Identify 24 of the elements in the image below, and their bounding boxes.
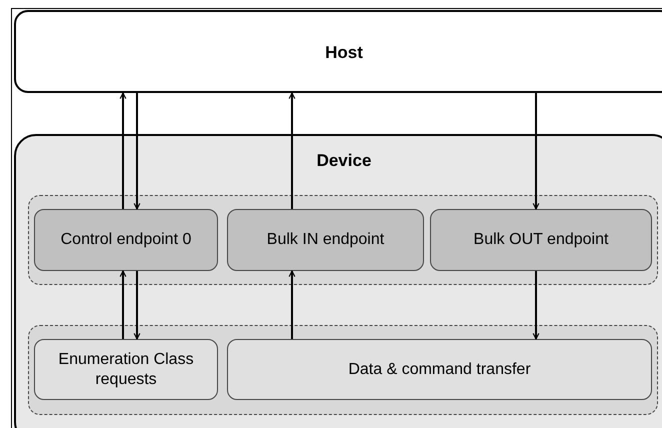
- arrow: [134, 93, 140, 210]
- box-label: Bulk OUT endpoint: [474, 230, 608, 250]
- arrow: [120, 270, 126, 339]
- box-label: Bulk IN endpoint: [266, 230, 384, 250]
- heading: Device: [316, 150, 372, 172]
- process-box: [34, 339, 218, 400]
- arrow: [134, 271, 140, 340]
- process-box: [34, 209, 218, 271]
- host-box: [14, 10, 662, 93]
- group-outline: [28, 195, 658, 285]
- box-label: Enumeration Class requests: [57, 350, 195, 390]
- arrow: [532, 271, 540, 340]
- process-box: [227, 339, 652, 400]
- arrow: [532, 93, 540, 210]
- heading: Host: [325, 42, 363, 64]
- box-label: Control endpoint 0: [60, 230, 192, 250]
- box-label: Data & command transfer: [348, 360, 531, 380]
- device-panel: [14, 134, 662, 428]
- process-box: [430, 209, 652, 271]
- arrow: [288, 270, 296, 339]
- process-box: [227, 209, 424, 271]
- arrow: [288, 92, 296, 209]
- group-outline: [28, 325, 658, 415]
- arrow: [120, 92, 126, 209]
